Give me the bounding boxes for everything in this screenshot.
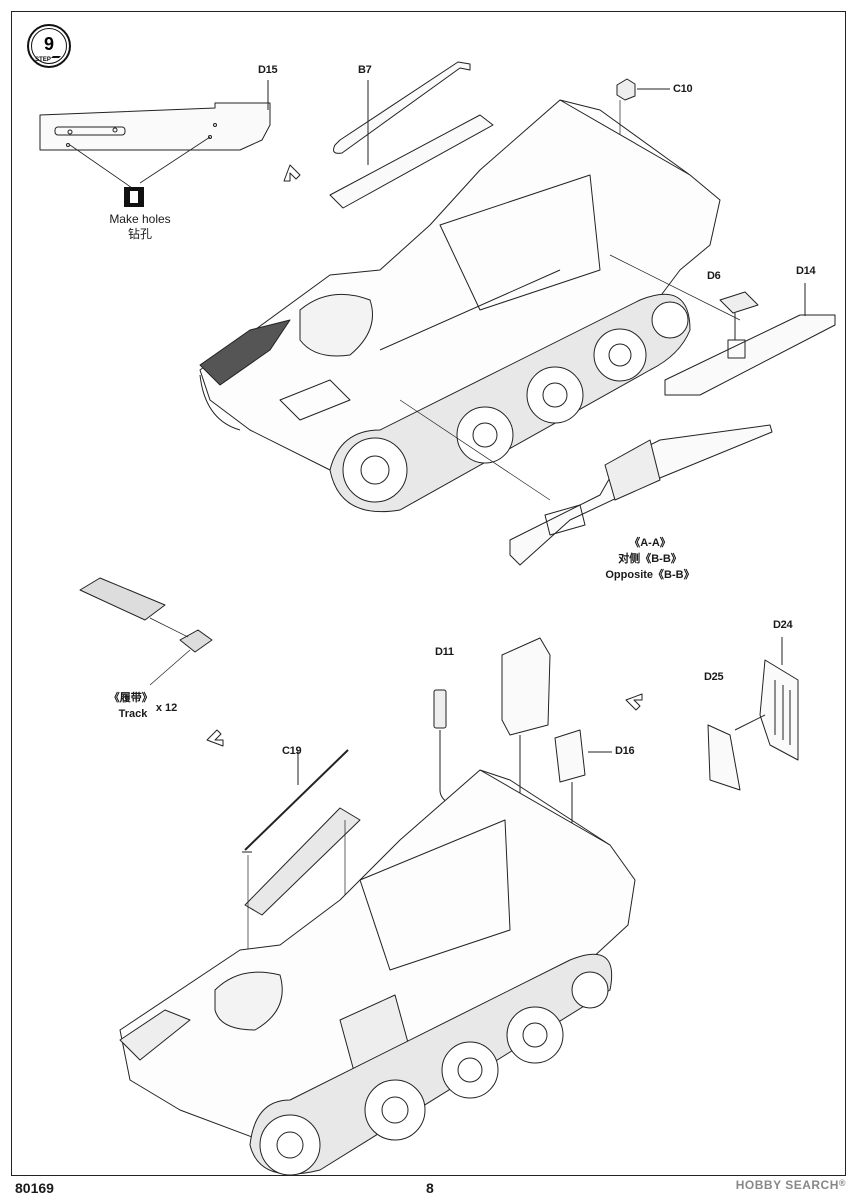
section-note-line1: 《A-A》	[629, 537, 671, 549]
label-d6: D6	[707, 270, 721, 282]
section-note: 《A-A》 对侧《B-B》 Opposite《B-B》	[600, 535, 700, 583]
kit-number: 80169	[15, 1180, 54, 1196]
lower-vehicle	[119, 769, 636, 1176]
upper-vehicle	[199, 99, 721, 513]
part-d14	[664, 283, 836, 396]
drill-icon	[124, 187, 144, 207]
make-holes-note: Make holes 钻孔	[95, 212, 185, 242]
label-c19: C19	[282, 745, 302, 757]
track-links	[79, 577, 213, 686]
track-note-cn: 《履带》	[108, 692, 153, 704]
label-d14: D14	[796, 265, 816, 277]
watermark-brand: HOBBY SEARCH	[735, 1178, 839, 1192]
label-c10: C10	[673, 83, 693, 95]
section-note-line3: Opposite《B-B》	[605, 569, 695, 581]
label-d24: D24	[773, 619, 793, 631]
step-badge: 9 STEP	[27, 24, 71, 68]
step-number: 9	[44, 34, 54, 54]
step-label: STEP	[35, 57, 51, 63]
make-holes-en: Make holes	[109, 212, 171, 226]
part-hatch	[501, 637, 551, 736]
make-holes-cn: 钻孔	[127, 227, 152, 241]
part-d16	[554, 729, 586, 783]
part-d15-plate	[39, 80, 271, 191]
part-c10	[616, 78, 670, 175]
track-note-qty: x 12	[155, 702, 178, 714]
label-d25: D25	[704, 671, 724, 683]
arrow-hint	[283, 164, 301, 182]
label-d16: D16	[615, 745, 635, 757]
part-d24	[759, 637, 799, 761]
watermark: HOBBY SEARCH®	[736, 1178, 846, 1192]
arrow-hint-3	[625, 693, 643, 711]
part-d25	[707, 714, 766, 791]
label-b7: B7	[358, 64, 372, 76]
track-note: 《履带》 x 12 Track	[98, 690, 188, 722]
label-d15: D15	[258, 64, 278, 76]
part-d6	[719, 291, 759, 314]
page-border	[11, 11, 846, 1176]
watermark-mark: ®	[838, 1178, 846, 1188]
part-b7-rail	[333, 61, 471, 165]
tank-icon	[51, 56, 61, 58]
part-c19	[242, 749, 349, 853]
part-upper-strip	[329, 114, 494, 209]
part-side-skirt	[509, 424, 773, 566]
part-track-strip	[244, 807, 361, 916]
label-d11: D11	[435, 646, 454, 658]
track-note-en: Track	[118, 708, 148, 720]
page-number: 8	[426, 1180, 434, 1196]
section-note-line2: 对侧《B-B》	[618, 553, 682, 565]
arrow-hint-2	[206, 729, 224, 747]
